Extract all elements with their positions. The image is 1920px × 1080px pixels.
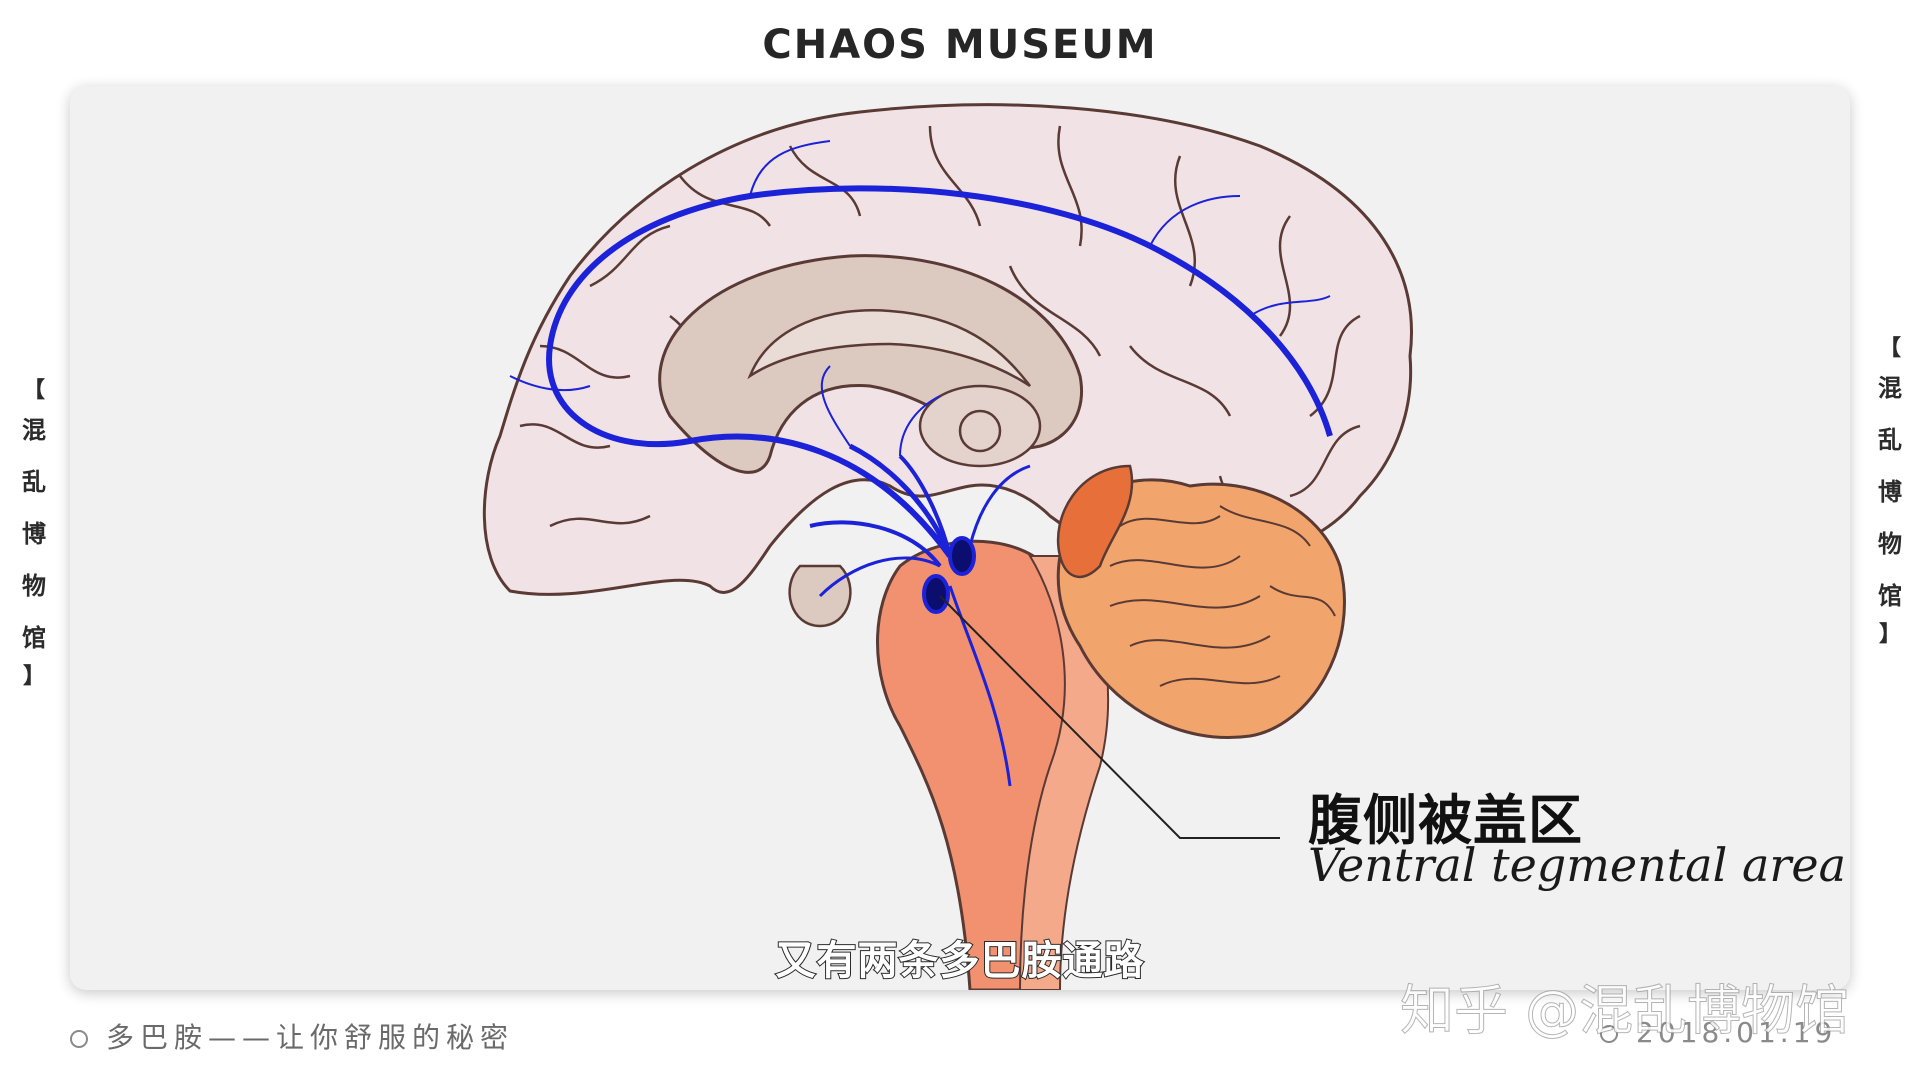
- corpus-callosum: [747, 309, 1031, 388]
- side-label-close: 】: [22, 664, 45, 689]
- video-subtitle: 又有两条多巴胺通路: [775, 937, 1145, 985]
- side-label-char: 混: [22, 416, 46, 444]
- vta-nucleus: [922, 574, 950, 614]
- side-label-char: 物: [22, 572, 46, 600]
- callout-leader-line: [939, 595, 1280, 839]
- side-label-left: 【 混 乱 博 物 馆 】: [14, 378, 54, 690]
- vta-label-en: Ventral tegmental area: [1308, 838, 1847, 892]
- side-label-char: 乱: [1878, 426, 1902, 454]
- side-label-right: 【 混 乱 博 物 馆 】: [1870, 336, 1910, 648]
- brainstem-inner: [1018, 555, 1110, 990]
- circle-icon: [70, 1030, 88, 1048]
- side-label-open: 【: [22, 378, 45, 403]
- thalamus: [918, 384, 1042, 468]
- side-label-char: 物: [1878, 530, 1902, 558]
- cerebellum-front: [1056, 464, 1134, 578]
- circle-icon: [1600, 1025, 1618, 1043]
- footer-caption-text: 多巴胺——让你舒服的秘密: [106, 1021, 515, 1054]
- side-label-char: 馆: [1878, 582, 1902, 610]
- vta-nucleus: [948, 536, 976, 576]
- side-label-open: 【: [1878, 336, 1901, 361]
- vta-label-zh: 腹侧被盖区: [1308, 789, 1583, 852]
- brain-diagram: [482, 103, 1413, 990]
- dopamine-pathways: [509, 140, 1333, 787]
- side-label-char: 博: [1878, 478, 1902, 506]
- cerebellum-folds: [1109, 505, 1336, 687]
- side-label-char: 混: [1878, 374, 1902, 402]
- cerebellum: [1056, 478, 1346, 739]
- footer-date-text: 2018.01.19: [1636, 1016, 1837, 1049]
- side-label-char: 博: [22, 520, 46, 548]
- page-title: CHAOS MUSEUM: [762, 22, 1158, 68]
- footer-caption: 多巴胺——让你舒服的秘密: [70, 1016, 514, 1056]
- footer-date: 2018.01.19: [1600, 1016, 1836, 1049]
- zhihu-watermark: 知乎 @混乱博物馆: [1399, 979, 1850, 1043]
- pineal-spiral: [958, 409, 1002, 453]
- side-label-char: 馆: [22, 624, 46, 652]
- side-label-close: 】: [1878, 622, 1901, 647]
- diagram-panel: [70, 86, 1850, 990]
- side-label-char: 乱: [22, 468, 46, 496]
